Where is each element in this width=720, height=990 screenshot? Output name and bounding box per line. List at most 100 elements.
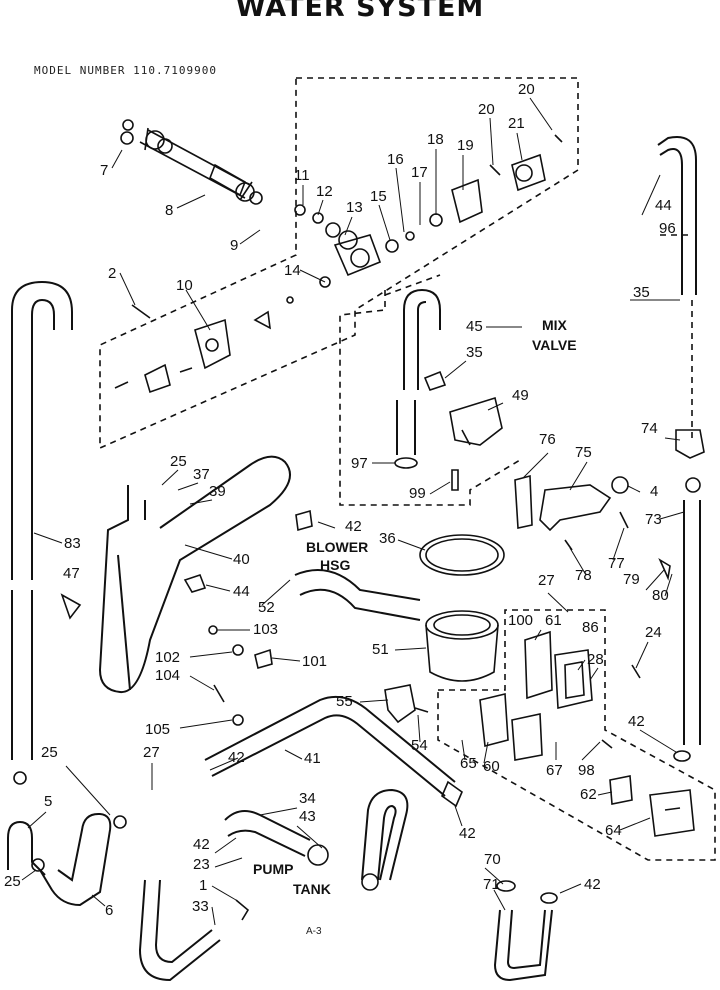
mix-valve-49 xyxy=(449,396,503,446)
part-callout: 97 xyxy=(351,455,368,472)
part-callout: 41 xyxy=(304,750,321,767)
part-79 xyxy=(658,558,671,581)
hose-97 xyxy=(396,400,416,455)
part-callout: 20 xyxy=(478,101,495,118)
clamp-42 xyxy=(295,509,313,532)
component-caption: VALVE xyxy=(532,337,577,353)
part-callout: 5 xyxy=(44,793,52,810)
screw-54 xyxy=(414,707,429,713)
part-callout: 27 xyxy=(538,572,555,589)
part-callout: 35 xyxy=(466,344,483,361)
fitting-74 xyxy=(675,429,705,459)
part-callout: 74 xyxy=(641,420,658,437)
part-callout: 18 xyxy=(427,131,444,148)
part-67 xyxy=(511,713,543,761)
hose-40 xyxy=(98,455,291,694)
part-callout: 102 xyxy=(155,649,180,666)
part-callout: 10 xyxy=(176,277,193,294)
component-caption: PUMP xyxy=(253,861,293,877)
component-caption: HSG xyxy=(320,557,350,573)
component-caption: TANK xyxy=(293,881,331,897)
part-callout: 98 xyxy=(578,762,595,779)
part-callout: 36 xyxy=(379,530,396,547)
part-callout: 44 xyxy=(233,583,250,600)
part-102 xyxy=(232,644,244,656)
hose-41 xyxy=(204,696,456,797)
part-callout: 99 xyxy=(409,485,426,502)
part-callout: 40 xyxy=(233,551,250,568)
tank-hose xyxy=(361,788,409,881)
part-callout: 60 xyxy=(483,758,500,775)
hose-83-lower xyxy=(11,590,33,760)
part-callout: 42 xyxy=(628,713,645,730)
hose-73 xyxy=(683,500,701,745)
part-callout: 51 xyxy=(372,641,389,658)
mix-valve-boundary xyxy=(339,290,521,506)
part-callout: 105 xyxy=(145,721,170,738)
screw-98 xyxy=(601,739,613,749)
fitting-99 xyxy=(451,469,459,491)
part-callout: 78 xyxy=(575,567,592,584)
lower-right-boundary xyxy=(437,609,716,861)
part-callout: 42 xyxy=(193,836,210,853)
part-callout: 71 xyxy=(483,876,500,893)
part-callout: 25 xyxy=(41,744,58,761)
part-55 xyxy=(384,684,416,724)
solenoid-cluster xyxy=(286,134,563,304)
part-callout: 21 xyxy=(508,115,525,132)
part-callout: 80 xyxy=(652,587,669,604)
clamp-42 xyxy=(673,750,691,762)
part-callout: 52 xyxy=(258,599,275,616)
part-callout: 11 xyxy=(294,167,310,184)
solenoid-28 xyxy=(554,649,593,709)
part-101 xyxy=(254,648,273,670)
hose-71 xyxy=(493,909,553,982)
part-callout: 2 xyxy=(108,265,116,282)
clamp-35 xyxy=(423,370,447,391)
part-callout: 42 xyxy=(459,825,476,842)
hose-83 xyxy=(11,280,73,580)
part-callout: 55 xyxy=(336,693,353,710)
hose-33 xyxy=(138,879,221,982)
part-105 xyxy=(232,714,244,726)
part-callout: 75 xyxy=(575,444,592,461)
model-number: MODEL NUMBER 110.7109900 xyxy=(34,64,217,77)
part-callout: 42 xyxy=(228,749,245,766)
clamp-25 xyxy=(31,858,45,872)
valve-assembly-boundary xyxy=(99,77,579,450)
part-callout: 42 xyxy=(584,876,601,893)
component-caption: MIX xyxy=(542,317,568,333)
clamp-part xyxy=(540,892,558,904)
mix-valve-hose-45 xyxy=(403,288,441,390)
part-callout: 4 xyxy=(650,483,658,500)
bracket-76 xyxy=(514,474,533,529)
tank-51 xyxy=(425,610,499,682)
clamp-36-inner xyxy=(425,538,499,572)
clamp-36 xyxy=(419,534,505,576)
part-callout: 28 xyxy=(587,651,604,668)
plate-61 xyxy=(524,630,553,700)
part-callout: 14 xyxy=(284,262,301,279)
part-callout: 76 xyxy=(539,431,556,448)
part-callout: 103 xyxy=(253,621,278,638)
part-callout: 39 xyxy=(209,483,226,500)
part-callout: 64 xyxy=(605,822,622,839)
bracket-part xyxy=(114,304,271,394)
part-callout: 77 xyxy=(608,555,625,572)
screw-78 xyxy=(564,539,573,551)
part-callout: 24 xyxy=(645,624,662,641)
part-callout: 45 xyxy=(466,318,483,335)
part-callout: 54 xyxy=(411,737,428,754)
clamp-25 xyxy=(113,815,127,829)
hose-6 xyxy=(39,812,112,907)
part-callout: 25 xyxy=(4,873,21,890)
leader-lines xyxy=(21,97,685,926)
part-callout: 7 xyxy=(100,162,108,179)
part-callout: 16 xyxy=(387,151,404,168)
clamp-part xyxy=(394,457,418,469)
clamp-part xyxy=(361,873,379,891)
page-marker: A-3 xyxy=(306,926,322,937)
